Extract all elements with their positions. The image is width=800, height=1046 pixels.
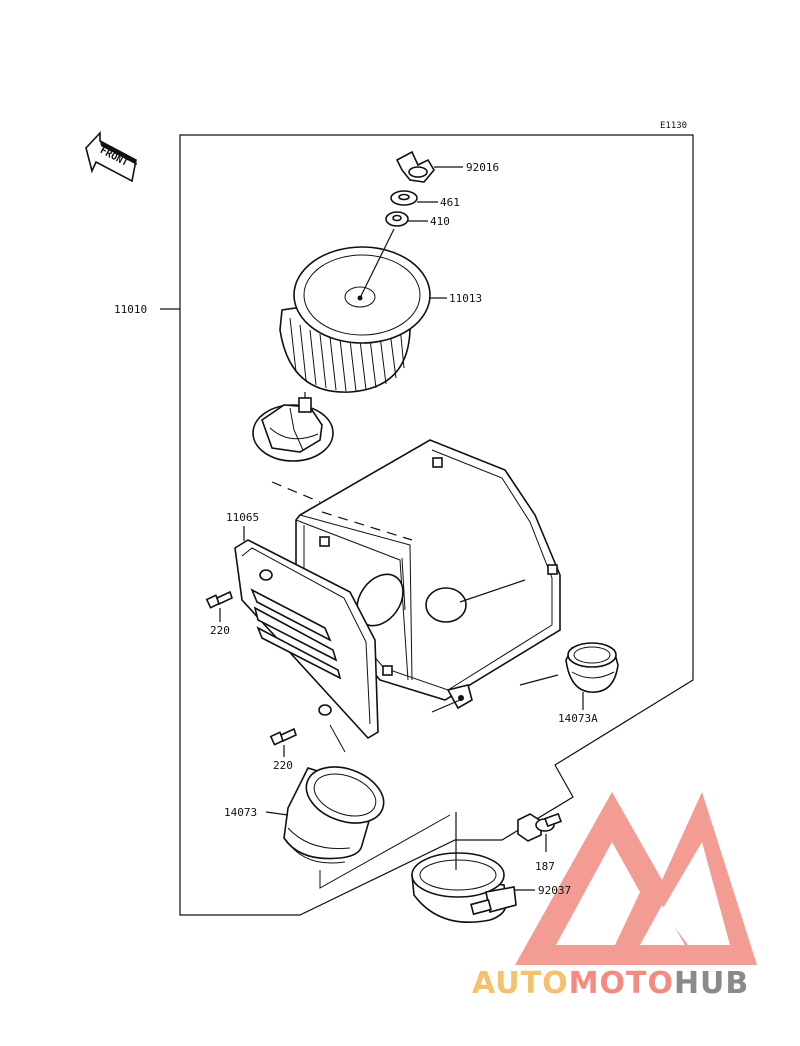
drain-cap <box>519 642 619 710</box>
part-label-11010: 11010 <box>114 303 147 316</box>
watermark-logo-icon <box>515 792 757 965</box>
part-label-92037: 92037 <box>538 884 571 897</box>
part-label-14073a: 14073A <box>558 712 598 725</box>
filter-holder <box>252 392 334 503</box>
air-filter-element <box>279 228 447 393</box>
part-label-11065: 11065 <box>226 511 259 524</box>
wing-nut <box>395 150 463 183</box>
part-label-410: 410 <box>430 215 450 228</box>
part-label-11013: 11013 <box>449 292 482 305</box>
diagram-code: E1130 <box>660 121 687 131</box>
washer <box>390 190 438 206</box>
watermark-hub: HUB <box>674 966 749 1001</box>
cover-screw-top <box>205 590 233 622</box>
air-cleaner-cover <box>234 526 379 740</box>
part-label-220-top: 220 <box>210 624 230 637</box>
part-label-187: 187 <box>535 860 555 873</box>
watermark-brand: AUTOMOTOHUB <box>472 966 749 1001</box>
seal <box>385 211 428 227</box>
part-label-220-bottom: 220 <box>273 759 293 772</box>
cover-screw-bottom <box>269 727 297 757</box>
front-arrow-icon: FRONT <box>85 130 137 183</box>
part-label-14073: 14073 <box>224 806 257 819</box>
inlet-duct <box>265 724 451 889</box>
part-label-461: 461 <box>440 196 460 209</box>
part-label-92016: 92016 <box>466 161 499 174</box>
watermark-moto: MOTO <box>569 966 674 1001</box>
watermark-auto: AUTO <box>472 966 569 1001</box>
bolt <box>517 812 562 852</box>
hose-clamp <box>411 812 535 923</box>
